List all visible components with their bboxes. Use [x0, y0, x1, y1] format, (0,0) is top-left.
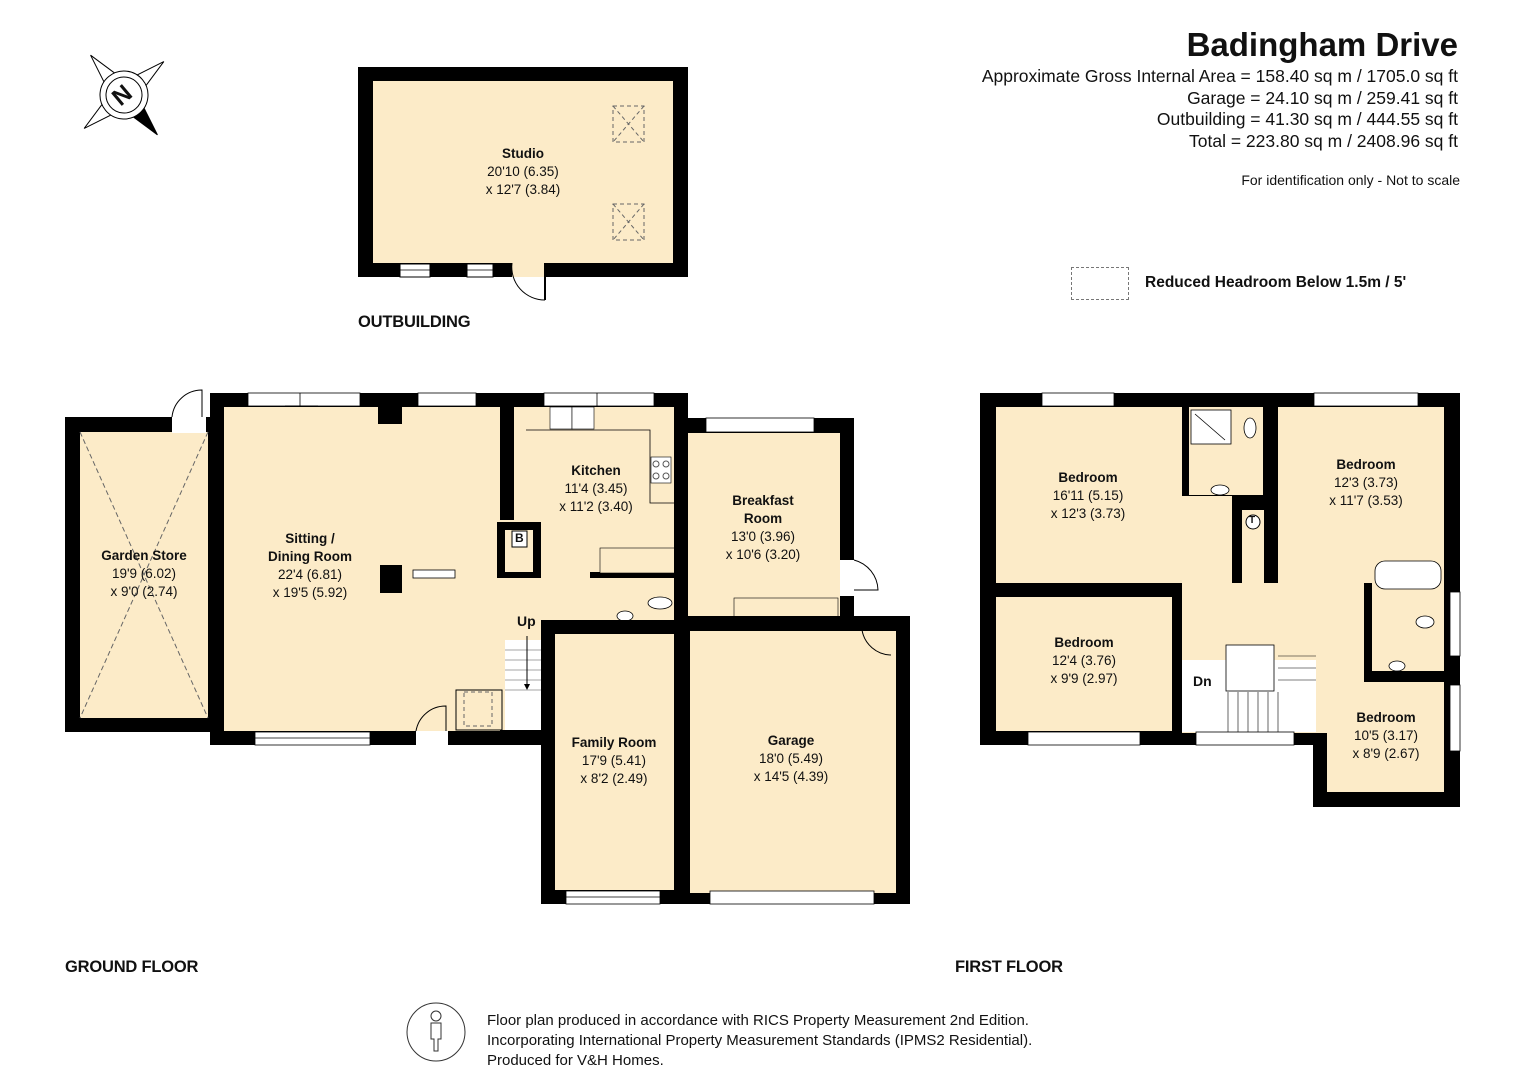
area-total: Total = 223.80 sq m / 2408.96 sq ft — [1189, 130, 1458, 151]
room-family: Family Room 17'9 (5.41) x 8'2 (2.49) — [571, 735, 657, 786]
room-garden-store: Garden Store 19'9 (6.02) x 9'0 (2.74) — [101, 548, 187, 599]
area-garage: Garage = 24.10 sq m / 259.41 sq ft — [1187, 87, 1458, 108]
person-scale-icon — [406, 1002, 466, 1062]
room-bedroom-4: Bedroom 10'5 (3.17) x 8'9 (2.67) — [1352, 710, 1420, 761]
reduced-headroom-legend-swatch — [1071, 267, 1129, 300]
north-compass-icon — [83, 54, 165, 136]
scale-note: For identification only - Not to scale — [1241, 172, 1460, 188]
area-outbuilding: Outbuilding = 41.30 sq m / 444.55 sq ft — [1156, 109, 1458, 129]
first-floor-plan — [980, 392, 1461, 807]
room-bedroom-2: Bedroom 12'3 (3.73) x 11'7 (3.53) — [1329, 457, 1403, 508]
property-title: Badingham Drive — [1186, 26, 1458, 63]
room-studio: Studio 20'10 (6.35) x 12'7 (3.84) — [485, 146, 561, 197]
first-floor-label: FIRST FLOOR — [955, 958, 1063, 976]
tank-label: T — [1249, 515, 1256, 526]
outbuilding-label: OUTBUILDING — [358, 313, 471, 331]
ground-floor-plan — [65, 389, 910, 905]
room-bedroom-1: Bedroom 16'11 (5.15) x 12'3 (3.73) — [1050, 470, 1126, 521]
boiler-label: B — [515, 531, 524, 545]
stairs-down-label: Dn — [1193, 673, 1212, 689]
reduced-headroom-legend-label: Reduced Headroom Below 1.5m / 5' — [1145, 274, 1407, 291]
outbuilding-plan — [358, 67, 688, 301]
room-breakfast: Breakfast Room 13'0 (3.96) x 10'6 (3.20) — [725, 493, 801, 562]
rics-statement: Floor plan produced in accordance with R… — [487, 1012, 1033, 1069]
stairs-up-label: Up — [517, 613, 536, 629]
room-kitchen: Kitchen 11'4 (3.45) x 11'2 (3.40) — [559, 463, 633, 514]
room-sitting-dining: Sitting / Dining Room 22'4 (6.81) x 19'5… — [268, 531, 352, 600]
room-garage: Garage 18'0 (5.49) x 14'5 (4.39) — [753, 733, 829, 784]
area-summary: Approximate Gross Internal Area = 158.40… — [982, 66, 1458, 152]
ground-floor-label: GROUND FLOOR — [65, 958, 199, 976]
area-gross-internal: Approximate Gross Internal Area = 158.40… — [981, 66, 1458, 86]
room-bedroom-3: Bedroom 12'4 (3.76) x 9'9 (2.97) — [1050, 635, 1118, 686]
